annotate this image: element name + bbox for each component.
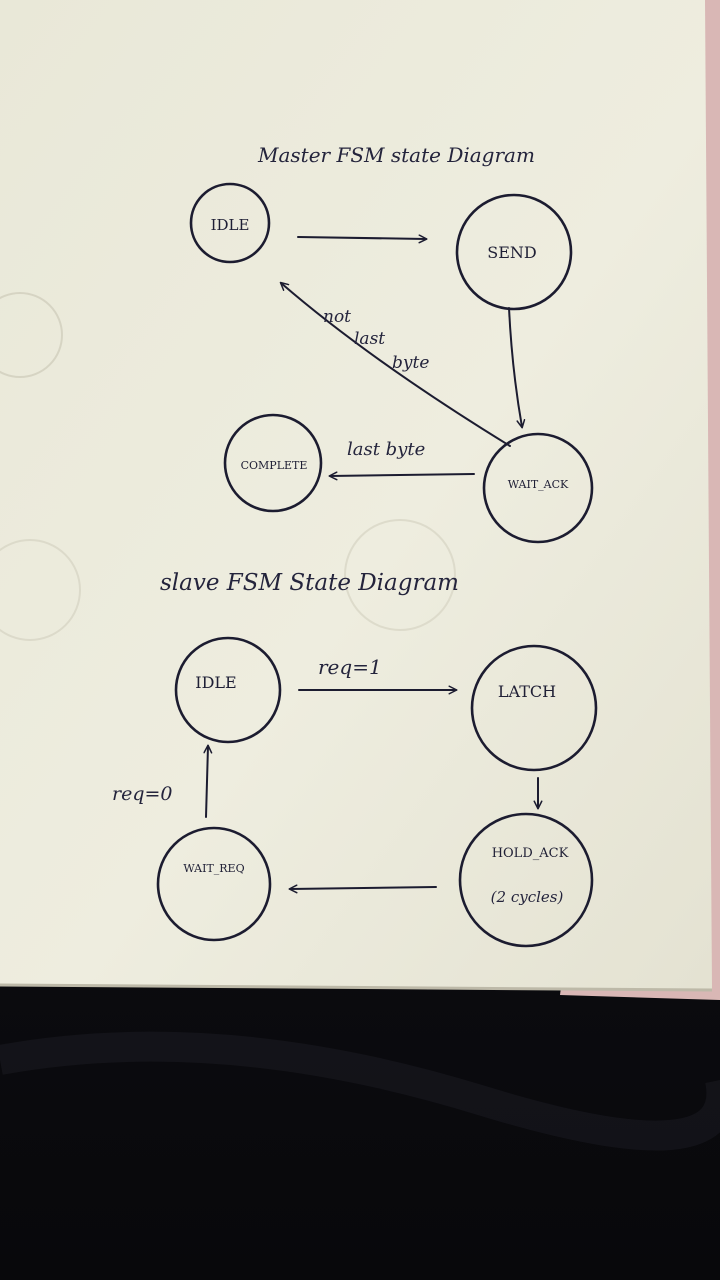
bleed-through-mark	[344, 519, 456, 631]
slave-state-hold-ack	[458, 812, 594, 948]
slave-state-wait-req-label: WAIT_REQ	[183, 862, 244, 875]
bleed-through-mark	[0, 539, 81, 641]
fabric-fold	[0, 1031, 720, 1151]
slave-edge-hold-ack-to-wait-req	[288, 884, 437, 894]
master-label-last-byte: last byte	[347, 439, 425, 460]
paper-shadow-edge	[0, 983, 713, 992]
master-state-wait-ack-label: WAIT_ACK	[508, 478, 569, 491]
master-label-not: not	[323, 307, 351, 327]
slave-state-latch	[470, 644, 598, 772]
slave-state-idle	[174, 636, 282, 744]
master-state-complete	[223, 413, 323, 513]
master-edge-wait-ack-to-complete	[328, 471, 475, 481]
master-state-idle-label: IDLE	[211, 216, 250, 234]
slave-state-hold-ack-label: HOLD_ACK	[492, 846, 569, 861]
master-label-byte: byte	[392, 353, 429, 373]
master-edge-send-to-wait-ack	[508, 307, 526, 429]
slave-label-req-1: req=1	[318, 655, 382, 679]
slave-label-req-0: req=0	[112, 783, 173, 805]
master-state-wait-ack	[482, 432, 594, 544]
slave-state-wait-req	[156, 826, 272, 942]
master-edge-idle-to-send	[297, 234, 428, 244]
master-edge-wait-ack-to-idle	[279, 281, 511, 447]
master-title: Master FSM state Diagram	[257, 143, 535, 167]
slave-state-hold-ack-note: (2 cycles)	[491, 888, 564, 906]
slave-title: slave FSM State Diagram	[160, 570, 459, 596]
master-state-send	[455, 193, 573, 311]
master-state-complete-label: COMPLETE	[241, 459, 308, 472]
bleed-through-mark	[0, 292, 63, 378]
master-label-last: last	[354, 329, 385, 349]
paper-sheet	[0, 0, 712, 990]
slave-state-latch-label: LATCH	[498, 682, 556, 701]
slave-state-idle-label: IDLE	[195, 673, 236, 692]
master-state-idle	[189, 182, 271, 264]
master-state-send-label: SEND	[487, 243, 536, 262]
slave-edge-wait-req-to-idle	[203, 744, 213, 818]
